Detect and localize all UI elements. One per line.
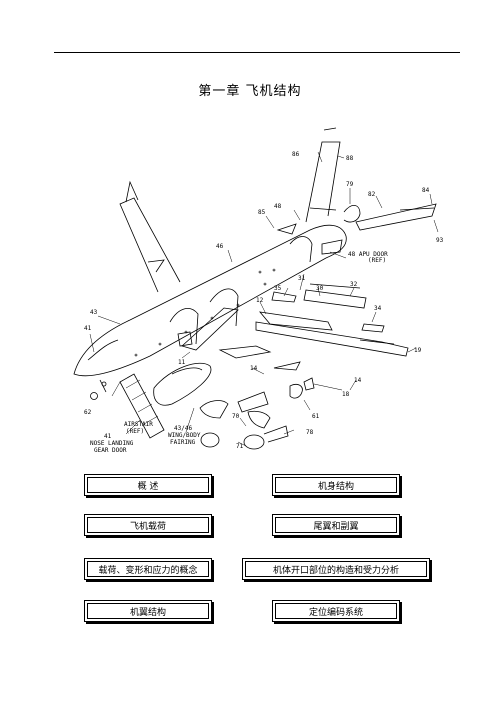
nose-gear-label: 41 — [104, 433, 112, 440]
part-label: 86 — [292, 151, 300, 158]
wing-structure-button-label: 机翼结构 — [87, 603, 209, 619]
part-label: 88 — [346, 155, 354, 162]
part-label: 46 — [216, 243, 224, 250]
vertical-tail — [305, 141, 341, 223]
part-label: 30 — [316, 285, 324, 292]
header-rule — [54, 52, 460, 53]
left-wing — [119, 197, 181, 293]
fuselage-structure-button-label: 机身结构 — [275, 477, 397, 493]
part-label: 79 — [346, 181, 354, 188]
part-label: 41 — [84, 325, 92, 332]
part-label: 19 — [414, 347, 422, 354]
part-label: 14 — [354, 377, 362, 384]
page-title: 第一章 飞机结构 — [198, 84, 302, 99]
opening-structure-analysis-button-label: 机体开口部位的构造和受力分析 — [245, 561, 427, 577]
wing-structure-button[interactable]: 机翼结构 — [84, 600, 212, 622]
fairing-label: 43/46 — [174, 425, 192, 432]
fuselage-outline — [73, 224, 347, 377]
part-label: 12 — [256, 297, 264, 304]
opening-structure-analysis-button[interactable]: 机体开口部位的构造和受力分析 — [242, 558, 430, 580]
overview-button-label: 概 述 — [87, 477, 209, 493]
apu-door-label: 48 APU DOOR — [348, 251, 388, 258]
fairing-label: WING/BODY — [168, 432, 201, 439]
tail-and-aileron-button[interactable]: 尾翼和副翼 — [272, 514, 400, 536]
nose-gear-label: GEAR DOOR — [94, 447, 127, 454]
aircraft-loads-button[interactable]: 飞机载荷 — [84, 514, 212, 536]
load-deformation-stress-button-label: 载荷、变形和应力的概念 — [87, 561, 209, 577]
part-label: 48 — [274, 203, 282, 210]
nose-gear-label: NOSE LANDING — [90, 440, 134, 447]
location-coding-system-button-label: 定位编码系统 — [275, 603, 397, 619]
load-deformation-stress-button[interactable]: 载荷、变形和应力的概念 — [84, 558, 212, 580]
aircraft-structure-diagram: 86 88 79 82 84 93 85 48 46 48 APU DOOR (… — [60, 112, 450, 462]
part-label: 85 — [258, 209, 266, 216]
part-label: 93 — [436, 237, 444, 244]
horizontal-stabilizer — [355, 203, 437, 231]
location-coding-system-button[interactable]: 定位编码系统 — [272, 600, 400, 622]
part-label: 11 — [178, 359, 186, 366]
airstair-label: AIRSTAIR — [124, 421, 153, 428]
part-label: 78 — [306, 429, 314, 436]
part-label: 84 — [422, 187, 430, 194]
aircraft-loads-button-label: 飞机载荷 — [87, 517, 209, 533]
part-label: 31 — [298, 275, 306, 282]
part-label: 18 — [342, 391, 350, 398]
part-label: 61 — [312, 413, 320, 420]
part-label: 71 — [236, 443, 244, 450]
part-label: 34 — [374, 305, 382, 312]
overview-button[interactable]: 概 述 — [84, 474, 212, 496]
wing-body-fairing — [153, 362, 212, 406]
airstair-label: (REF) — [126, 428, 144, 435]
part-label: 82 — [368, 191, 376, 198]
part-label: 32 — [350, 281, 358, 288]
right-wing — [255, 321, 409, 357]
part-label: 62 — [84, 409, 92, 416]
part-label: 70 — [232, 413, 240, 420]
fairing-label: FAIRING — [170, 439, 196, 446]
fuselage-structure-button[interactable]: 机身结构 — [272, 474, 400, 496]
part-label: 14 — [250, 365, 258, 372]
tail-and-aileron-button-label: 尾翼和副翼 — [275, 517, 397, 533]
part-label: 43 — [90, 309, 98, 316]
apu-door-ref: (REF) — [368, 257, 386, 264]
part-label: 35 — [274, 285, 282, 292]
